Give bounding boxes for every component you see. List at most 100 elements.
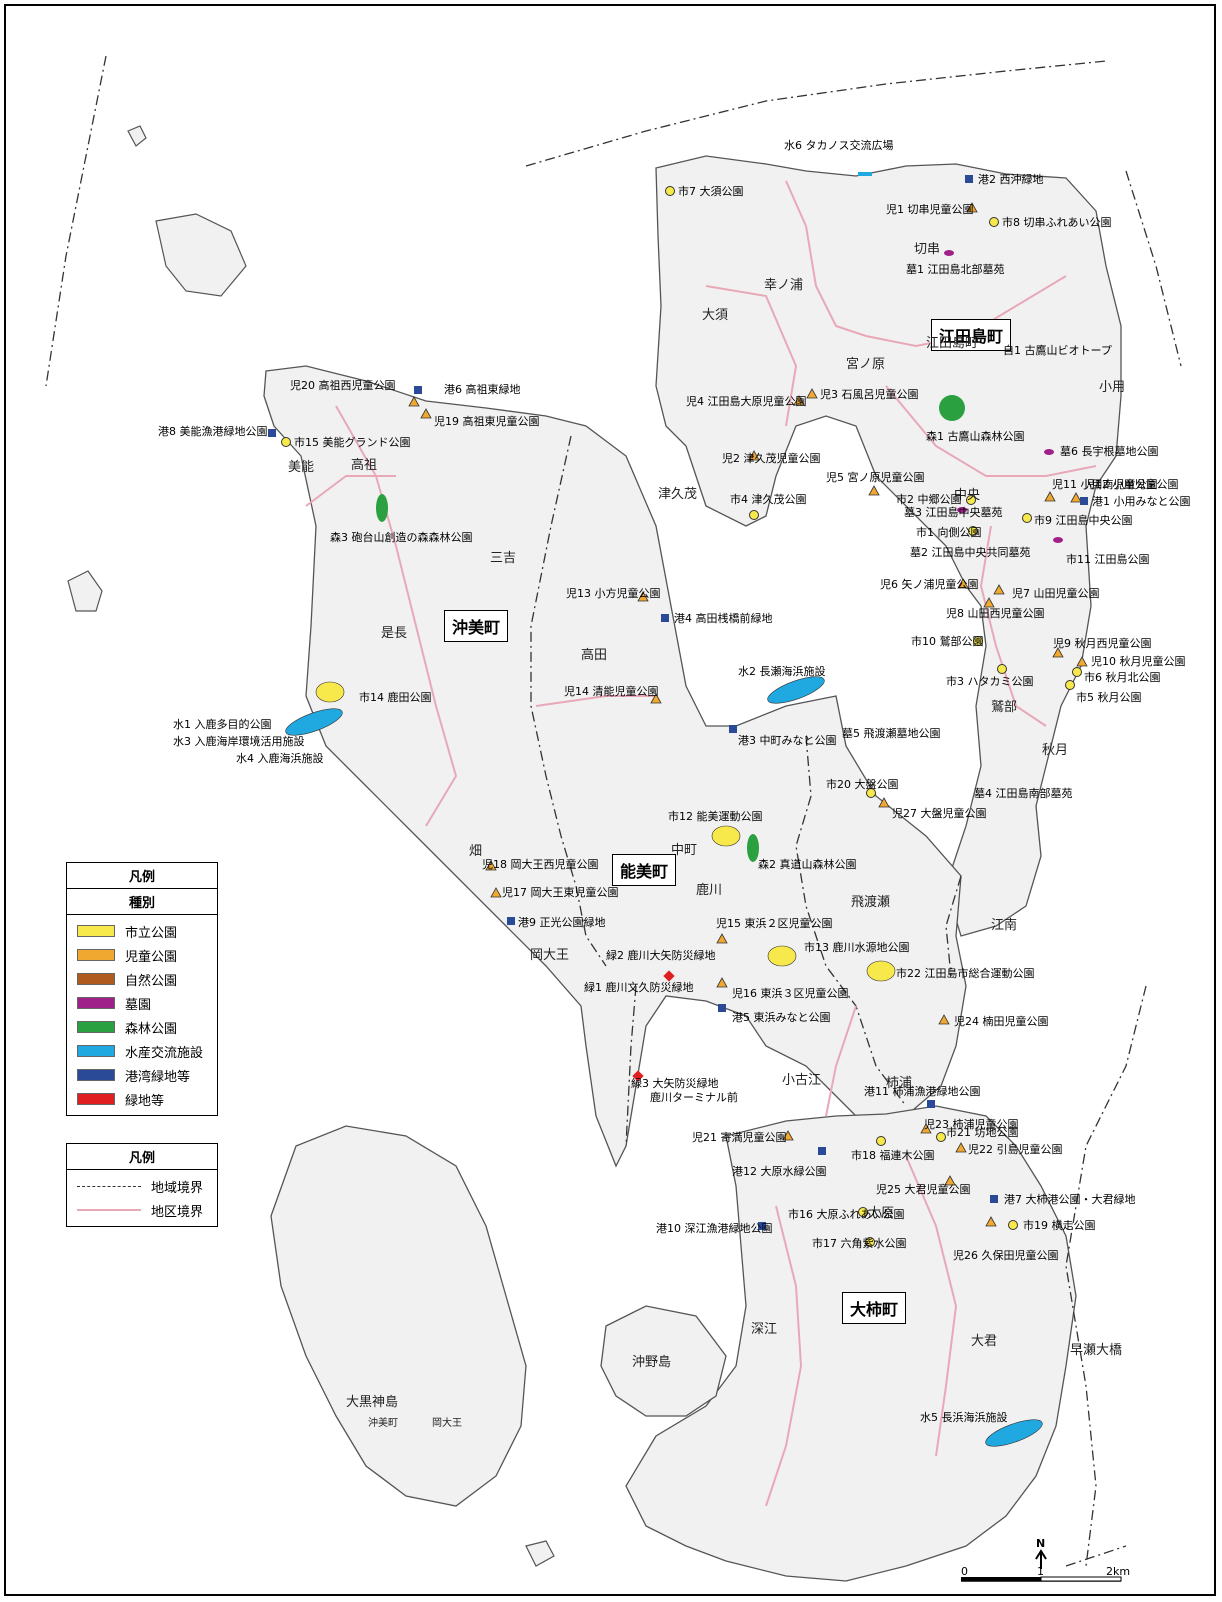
facility-label-2[interactable]: 市7 大須公園 xyxy=(678,185,744,198)
facility-label-77[interactable]: 市19 横走公園 xyxy=(1023,1219,1096,1232)
facility-label-61[interactable]: 児16 東浜３区児童公園 xyxy=(732,987,849,1000)
facility-marker-11 xyxy=(281,437,291,447)
facility-label-79[interactable]: 児26 久保田児童公園 xyxy=(953,1249,1059,1262)
facility-label-16[interactable]: 児2 津久茂児童公園 xyxy=(722,452,821,465)
facility-marker-59 xyxy=(866,960,896,982)
facility-marker-51 xyxy=(711,825,741,847)
facility-label-73[interactable]: 児25 大君児童公園 xyxy=(876,1183,971,1196)
facility-label-64[interactable]: 緑3 大矢防災緑地 xyxy=(631,1077,719,1090)
facility-label-22[interactable]: 市2 中郷公園 xyxy=(896,493,962,506)
facility-label-60[interactable]: 緑1 鹿川文久防災緑地 xyxy=(584,981,694,994)
facility-label-38[interactable]: 市3 ハタカミ公園 xyxy=(946,675,1034,688)
facility-label-44[interactable]: 水3 入鹿海岸環境活用施設 xyxy=(173,735,305,748)
facility-label-10[interactable]: 港8 美能漁港緑地公園 xyxy=(158,425,268,438)
facility-label-75[interactable]: 港10 深江漁港緑地公園 xyxy=(656,1222,773,1235)
facility-marker-56 xyxy=(716,933,728,944)
facility-label-3[interactable]: 児1 切串児童公園 xyxy=(886,203,974,216)
facility-label-72[interactable]: 港12 大原水緑公園 xyxy=(732,1165,827,1178)
facility-label-76[interactable]: 市16 大原ふれあい公園 xyxy=(788,1208,905,1221)
facility-label-28[interactable]: 墓2 江田島中央共同墓苑 xyxy=(910,546,1031,559)
facility-label-53[interactable]: 児18 岡大王西児童公園 xyxy=(482,858,599,871)
facility-label-43[interactable]: 水1 入鹿多目的公園 xyxy=(173,718,272,731)
facility-label-45[interactable]: 水4 入鹿海浜施設 xyxy=(236,752,324,765)
facility-label-29[interactable]: 児6 矢ノ浦児童公園 xyxy=(880,578,979,591)
legend-label: 児童公園 xyxy=(125,949,178,965)
facility-label-36[interactable]: 児10 秋月児童公園 xyxy=(1091,655,1186,668)
facility-label-13[interactable]: 児3 石風呂児童公園 xyxy=(820,388,919,401)
facility-label-47[interactable]: 墓5 飛渡瀬墓地公園 xyxy=(842,727,941,740)
facility-label-30[interactable]: 児7 山田児童公園 xyxy=(1012,587,1100,600)
facility-label-33[interactable]: 児8 山田西児童公園 xyxy=(946,607,1045,620)
facility-label-9[interactable]: 児19 高祖東児童公園 xyxy=(434,415,540,428)
facility-label-54[interactable]: 児17 岡大王東児童公園 xyxy=(502,886,619,899)
facility-label-51[interactable]: 市12 能美運動公園 xyxy=(668,810,763,823)
region-boundary-sea-nw xyxy=(45,55,107,387)
facility-label-78[interactable]: 市17 六角紫水公園 xyxy=(812,1237,907,1250)
facility-label-71[interactable]: 児22 引島児童公園 xyxy=(968,1143,1063,1156)
facility-label-57[interactable]: 市13 鹿川水源地公園 xyxy=(804,941,910,954)
facility-label-4[interactable]: 市8 切串ふれあい公園 xyxy=(1002,216,1112,229)
district-label-8: 秋月 xyxy=(1042,743,1069,758)
facility-label-11[interactable]: 市15 美能グランド公園 xyxy=(294,436,411,449)
scale-tick-0: 0 xyxy=(961,1565,968,1578)
facility-marker-5 xyxy=(944,250,954,256)
facility-label-56[interactable]: 児15 東浜２区児童公園 xyxy=(716,917,833,930)
facility-label-0[interactable]: 水6 タカノス交流広場 xyxy=(784,139,894,152)
facility-marker-42 xyxy=(650,693,662,704)
facility-label-23[interactable]: 墓3 江田島中央墓苑 xyxy=(904,506,1003,519)
facility-label-70[interactable]: 市18 福連木公園 xyxy=(851,1149,935,1162)
facility-label-55[interactable]: 港9 正光公園緑地 xyxy=(518,916,606,929)
facility-label-35[interactable]: 児9 秋月西児童公園 xyxy=(1053,637,1152,650)
facility-label-50[interactable]: 児27 大盤児童公園 xyxy=(892,807,987,820)
facility-label-34[interactable]: 市10 鷲部公園 xyxy=(911,635,984,648)
legend-swatch xyxy=(77,997,115,1009)
facility-label-32[interactable]: 港4 高田桟橋前緑地 xyxy=(674,612,773,625)
facility-label-26[interactable]: 市1 向側公園 xyxy=(916,526,982,539)
facility-label-63[interactable]: 児24 楠田児童公園 xyxy=(954,1015,1049,1028)
facility-label-1[interactable]: 港2 西沖緑地 xyxy=(978,173,1044,186)
facility-label-65[interactable]: 鹿川ターミナル前 xyxy=(650,1091,738,1104)
facility-label-52[interactable]: 森2 真道山森林公園 xyxy=(758,858,857,871)
facility-label-24[interactable]: 市9 江田島中央公園 xyxy=(1034,514,1133,527)
facility-label-31[interactable]: 児13 小方児童公園 xyxy=(566,587,661,600)
town-label-1: 沖美町 xyxy=(444,610,509,642)
facility-label-59[interactable]: 市22 江田島市総合運動公園 xyxy=(896,967,1035,980)
facility-marker-12 xyxy=(793,395,805,406)
facility-label-68[interactable]: 市21 坊地公園 xyxy=(946,1126,1019,1139)
facility-label-25[interactable]: 森3 砲台山創造の森森林公園 xyxy=(330,531,473,544)
facility-label-37[interactable]: 市6 秋月北公園 xyxy=(1084,671,1161,684)
facility-label-8[interactable]: 港6 高祖東緑地 xyxy=(444,383,521,396)
facility-label-80[interactable]: 水5 長浜海浜施設 xyxy=(920,1411,1008,1424)
facility-label-41[interactable]: 市14 鹿田公園 xyxy=(359,691,432,704)
facility-label-15[interactable]: 墓6 長宇根墓地公園 xyxy=(1060,445,1159,458)
facility-label-27[interactable]: 市11 江田島公園 xyxy=(1066,553,1150,566)
facility-label-48[interactable]: 市20 大盤公園 xyxy=(826,778,899,791)
facility-label-7[interactable]: 児20 高祖西児童公園 xyxy=(290,379,396,392)
facility-label-40[interactable]: 水2 長瀬海浜施設 xyxy=(738,665,826,678)
facility-marker-9 xyxy=(420,408,432,419)
facility-marker-67 xyxy=(920,1123,932,1134)
facility-label-69[interactable]: 児21 寄満児童公園 xyxy=(692,1131,787,1144)
district-label-6: 中央 xyxy=(954,488,981,503)
facility-label-17[interactable]: 児5 宮ノ原児童公園 xyxy=(826,471,925,484)
facility-label-18[interactable]: 児11 小用南児童公園 xyxy=(1052,478,1158,491)
facility-label-58[interactable]: 緑2 鹿川大矢防災緑地 xyxy=(606,949,716,962)
facility-label-66[interactable]: 港11 柿浦漁港緑地公園 xyxy=(864,1085,981,1098)
facility-label-12[interactable]: 児4 江田島大原児童公園 xyxy=(686,395,807,408)
facility-label-14[interactable]: 森1 古鷹山森林公園 xyxy=(926,430,1025,443)
facility-label-19[interactable]: 児12 小用児童公園 xyxy=(1084,478,1179,491)
facility-label-6[interactable]: 自1 古鷹山ビオトープ xyxy=(1003,344,1112,357)
facility-label-74[interactable]: 港7 大柿港公園・大君緑地 xyxy=(1004,1193,1136,1206)
facility-label-62[interactable]: 港5 東浜みなと公園 xyxy=(732,1011,831,1024)
facility-label-49[interactable]: 墓4 江田島南部墓苑 xyxy=(974,787,1073,800)
facility-label-20[interactable]: 港1 小用みなと公園 xyxy=(1092,495,1191,508)
facility-label-67[interactable]: 児23 柿浦児童公園 xyxy=(924,1118,1019,1131)
facility-label-42[interactable]: 児14 清能児童公園 xyxy=(564,685,659,698)
district-label-11: 飛渡瀬 xyxy=(851,895,891,910)
facility-label-46[interactable]: 港3 中町みなと公園 xyxy=(738,734,837,747)
facility-label-5[interactable]: 墓1 江田島北部墓苑 xyxy=(906,263,1005,276)
district-label-9: 江田島町 xyxy=(926,336,979,351)
facility-label-39[interactable]: 市5 秋月公園 xyxy=(1076,691,1142,704)
region-boundary-inland-4 xyxy=(945,875,962,977)
facility-label-21[interactable]: 市4 津久茂公園 xyxy=(730,493,807,506)
